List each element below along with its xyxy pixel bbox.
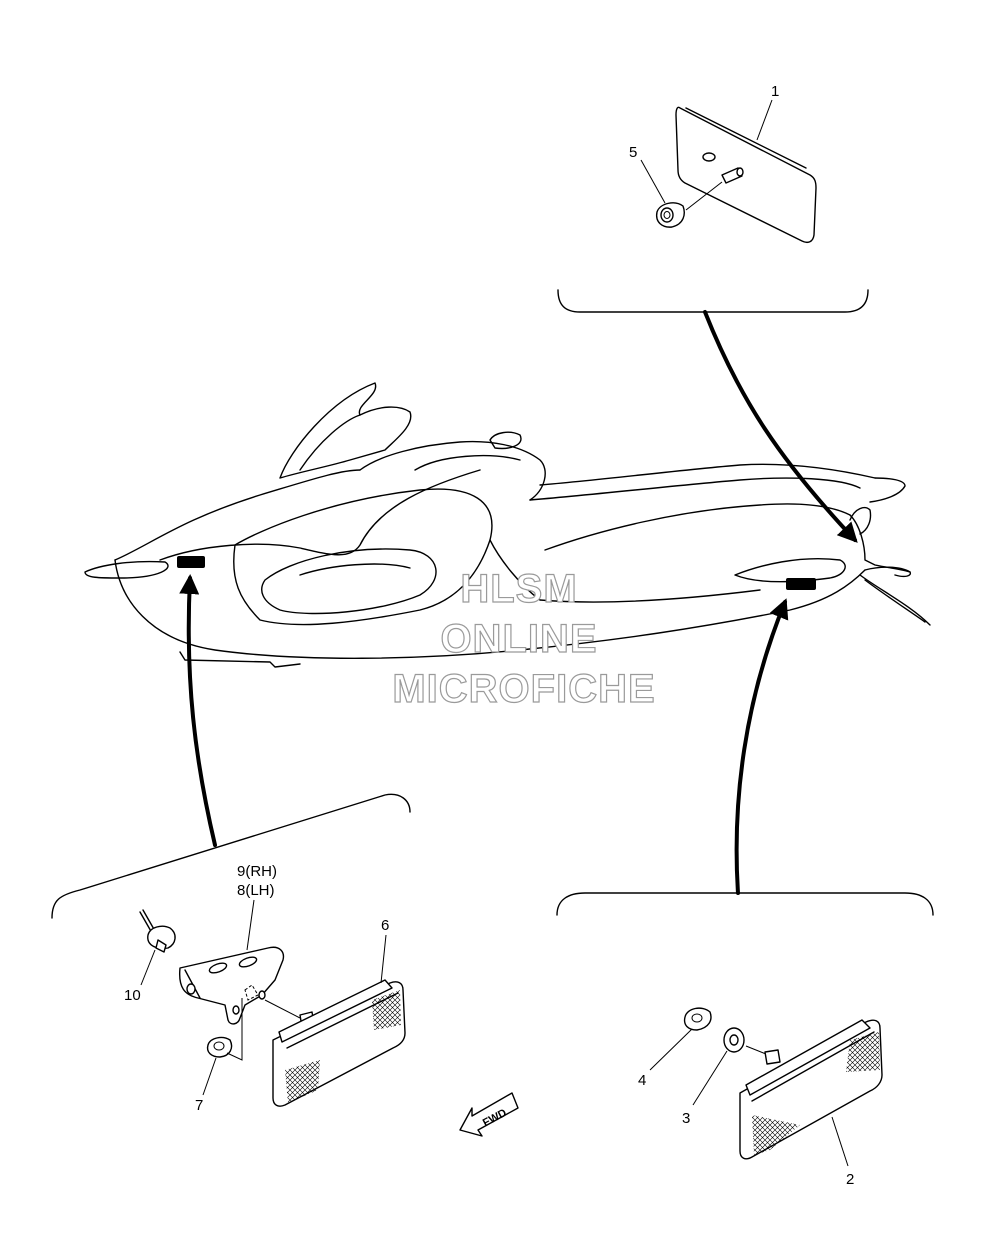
- detail-bracket-left: [51, 793, 411, 919]
- part-4-nut: [683, 1007, 712, 1031]
- callout-3: 3: [682, 1110, 690, 1127]
- leader-arrow-right: [734, 598, 789, 895]
- part-6-reflector: [272, 979, 406, 1107]
- watermark-line-1: HLSM: [460, 567, 577, 611]
- part-5-nut: [655, 202, 685, 228]
- callout-2: 2: [846, 1171, 854, 1188]
- part-10-rivet: [139, 909, 176, 953]
- callout-8: 8(LH): [237, 882, 275, 899]
- assembly-line-left-bolt: [264, 999, 301, 1019]
- assembly-line-left-7: [226, 998, 243, 1061]
- part-8-9-bracket: [178, 946, 285, 1025]
- part-1-plate: [675, 106, 817, 244]
- detail-bracket-right: [556, 892, 934, 916]
- callout-6: 6: [381, 917, 389, 934]
- part-3-washer: [723, 1027, 745, 1053]
- watermark-line-2: ONLINE: [440, 617, 597, 661]
- fwd-arrow-icon: FWD: [459, 1092, 519, 1137]
- front-reflector-mark: [177, 556, 205, 568]
- watercraft-outline: [84, 382, 931, 668]
- part-2-reflector: [739, 1019, 883, 1160]
- leader-arrow-top: [703, 310, 858, 543]
- detail-bracket-top: [557, 289, 869, 313]
- leader-arrow-left: [179, 574, 217, 847]
- callout-4: 4: [638, 1072, 646, 1089]
- callout-5: 5: [629, 144, 637, 161]
- callout-1: 1: [771, 83, 779, 100]
- callout-7: 7: [195, 1097, 203, 1114]
- callout-10: 10: [124, 987, 141, 1004]
- rear-reflector-mark: [786, 578, 816, 590]
- assembly-line-right: [745, 1045, 767, 1055]
- watermark-line-3: MICROFICHE: [392, 667, 655, 711]
- assembly-line-top: [685, 181, 723, 211]
- part-7-nut: [206, 1036, 233, 1058]
- watermark: HLSM ONLINE MICROFICHE: [392, 566, 656, 711]
- callout-9: 9(RH): [237, 863, 277, 880]
